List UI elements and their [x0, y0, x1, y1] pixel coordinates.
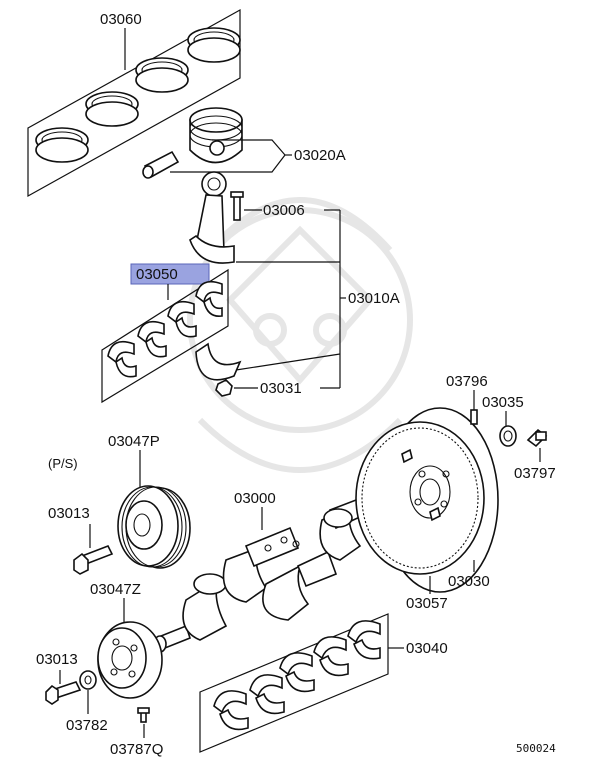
label-flywheel-bolt: 03797: [514, 465, 556, 482]
small-bolt[interactable]: 03787Q: [110, 707, 163, 758]
ring-4: [187, 27, 241, 63]
flywheel-pin[interactable]: 03796: [446, 373, 488, 425]
crank-pulley[interactable]: 03047P (P/S): [48, 433, 191, 569]
label-piston: 03020A: [294, 147, 346, 164]
rod-bearing-shell-3: [167, 300, 197, 338]
ring-2: [85, 91, 139, 127]
label-rod-nut: 03031: [260, 380, 302, 397]
label-pulley-bolt-bottom: 03013: [36, 651, 78, 668]
label-main-bearing: 03040: [406, 640, 448, 657]
ring-3: [135, 57, 189, 93]
pulley-bolt-top[interactable]: 03013: [48, 505, 114, 575]
label-pulley-note: (P/S): [48, 456, 78, 471]
watermark-logo: [187, 197, 413, 473]
label-pin: 03796: [446, 373, 488, 390]
rod-bearing-set[interactable]: 03050: [101, 263, 229, 404]
label-crankshaft: 03000: [234, 490, 276, 507]
rod-bearing-shell-2: [137, 320, 167, 358]
label-ring-gear: 03057: [406, 595, 448, 612]
label-pulley-bolt-top: 03013: [48, 505, 90, 522]
label-pulley: 03047P: [108, 433, 160, 450]
piston: [189, 107, 243, 164]
label-small-bolt: 03787Q: [110, 741, 163, 758]
diagram-code: 500024: [516, 742, 556, 755]
label-washer: 03782: [66, 717, 108, 734]
piston-pin: [142, 150, 180, 179]
main-bearing-shell-1: [213, 690, 249, 731]
piston-assembly[interactable]: 03020A: [142, 107, 346, 179]
rod-bearing-shell-4: [195, 280, 223, 318]
main-bearing-shell-5: [347, 620, 381, 660]
flywheel[interactable]: [355, 407, 499, 593]
rod-bearing-shell-1: [107, 340, 137, 378]
rod-cap[interactable]: [195, 342, 341, 381]
crankshaft[interactable]: 03000: [153, 490, 364, 653]
label-rod-bolt: 03006: [263, 202, 305, 219]
main-bearing-shell-3: [279, 652, 315, 693]
ring-1: [35, 127, 89, 163]
main-bearing-shell-4: [313, 636, 349, 677]
label-rings: 03060: [100, 11, 142, 28]
flywheel-bolt[interactable]: 03797: [514, 428, 556, 482]
label-pulley-z: 03047Z: [90, 581, 141, 598]
main-bearing-shell-2: [249, 674, 285, 715]
washer[interactable]: 03782: [66, 670, 108, 734]
label-rod-bearing: 03050: [136, 266, 178, 283]
pulley-bolt-bottom[interactable]: 03013: [36, 651, 82, 705]
label-flywheel: 03030: [448, 573, 490, 590]
piston-ring-set[interactable]: 03060: [27, 8, 241, 198]
label-rod-assy: 03010A: [348, 290, 400, 307]
connecting-rod[interactable]: 03006 03010A: [189, 171, 400, 388]
highlight-rod-bearing: [130, 263, 210, 285]
crank-pulley-z[interactable]: 03047Z: [90, 581, 163, 699]
pilot-bearing[interactable]: 03035: [482, 394, 524, 447]
rod-nut[interactable]: 03031: [215, 379, 340, 397]
main-bearing-set[interactable]: 03040: [199, 613, 448, 753]
rod-bolt: [230, 191, 244, 221]
label-pilot-bearing: 03035: [482, 394, 524, 411]
